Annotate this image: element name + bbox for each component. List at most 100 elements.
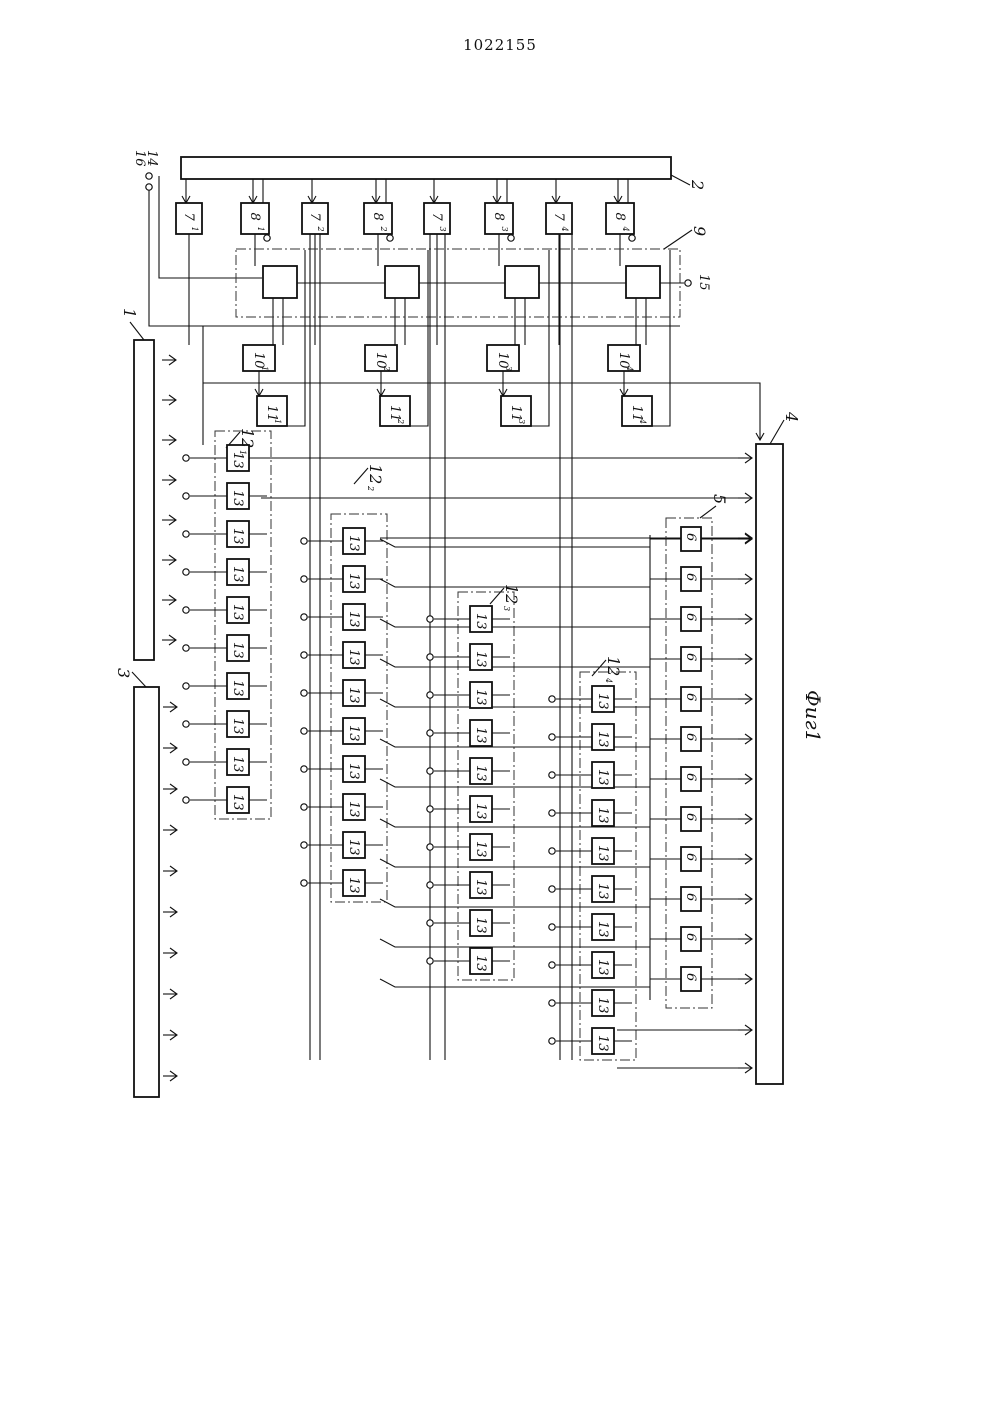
block-13-g1-5-label: 13 xyxy=(230,604,245,621)
terminal-g3-6 xyxy=(427,806,433,812)
block-6-11-label: 6 xyxy=(683,933,698,941)
register-1-label: 1 xyxy=(120,308,139,318)
unit-9-cell-4 xyxy=(626,266,660,298)
block-8-4-label: 8 xyxy=(612,213,627,221)
block-6-12-label: 6 xyxy=(683,973,698,981)
block-13-g2-7-label: 13 xyxy=(346,763,361,780)
block-6-1-label: 6 xyxy=(683,533,698,541)
group-12-2-label: 12 xyxy=(366,464,385,484)
cross-wire-1 xyxy=(380,539,650,547)
block-13-g4-4-label: 13 xyxy=(595,807,610,824)
block-13-g3-10-label: 13 xyxy=(473,955,488,972)
unit-9-cell-3 xyxy=(505,266,539,298)
block-13-g4-6-label: 13 xyxy=(595,883,610,900)
group-12-3-leader xyxy=(490,588,504,604)
terminal-g1-2 xyxy=(183,493,189,499)
register-3 xyxy=(134,687,159,1097)
group-12-4-label: 12 xyxy=(604,656,623,676)
block-7-4-subscript: 4 xyxy=(560,226,569,232)
terminal-g2-1 xyxy=(301,538,307,544)
block-10-2-subscript: 2 xyxy=(382,365,391,371)
cross-wire-3 xyxy=(380,619,650,627)
terminal-g1-1 xyxy=(183,455,189,461)
terminal-g1-10 xyxy=(183,797,189,803)
register-1 xyxy=(134,340,154,660)
terminal-14-label: 14 xyxy=(144,150,159,167)
terminal-g4-10 xyxy=(549,1038,555,1044)
terminal-g1-5 xyxy=(183,607,189,613)
terminal-g3-2 xyxy=(427,654,433,660)
block-13-g1-8-label: 13 xyxy=(230,718,245,735)
terminal-g3-7 xyxy=(427,844,433,850)
inverted-output-8-3 xyxy=(508,235,514,241)
inverted-output-8-4 xyxy=(629,235,635,241)
block-8-4-subscript: 4 xyxy=(621,226,630,232)
terminal-g3-5 xyxy=(427,768,433,774)
block-7-2-subscript: 2 xyxy=(316,226,325,232)
block-7-1-subscript: 1 xyxy=(190,227,199,232)
wire-terminal-14 xyxy=(149,190,680,326)
group-12-1-label: 12 xyxy=(238,428,257,448)
register-1-leader xyxy=(130,322,144,340)
terminal-g2-4 xyxy=(301,652,307,658)
terminal-g1-9 xyxy=(183,759,189,765)
block-6-6-label: 6 xyxy=(683,733,698,741)
terminal-g2-3 xyxy=(301,614,307,620)
terminal-g4-5 xyxy=(549,848,555,854)
terminal-g4-4 xyxy=(549,810,555,816)
block-7-3-label: 7 xyxy=(429,213,444,222)
register-4-leader xyxy=(770,420,784,444)
terminal-g1-6 xyxy=(183,645,189,651)
block-13-g2-5-label: 13 xyxy=(346,687,361,704)
block-10-3-subscript: 3 xyxy=(504,366,513,371)
block-11-4-subscript: 4 xyxy=(638,418,647,424)
unit-9-leader xyxy=(664,230,692,249)
block-13-g2-9-label: 13 xyxy=(346,839,361,856)
terminal-g3-1 xyxy=(427,616,433,622)
block-13-g4-7-label: 13 xyxy=(595,921,610,938)
block-13-g4-8-label: 13 xyxy=(595,959,610,976)
terminal-g4-8 xyxy=(549,962,555,968)
terminal-g4-1 xyxy=(549,696,555,702)
terminal-g2-10 xyxy=(301,880,307,886)
terminal-16 xyxy=(146,173,152,179)
block-13-g2-6-label: 13 xyxy=(346,725,361,742)
terminal-g2-2 xyxy=(301,576,307,582)
block-7-1-label: 7 xyxy=(181,213,196,222)
group-12-4-subscript: 4 xyxy=(604,677,613,683)
block-8-3-label: 8 xyxy=(491,213,506,221)
block-11-1-subscript: 1 xyxy=(273,419,282,424)
block-6-8-label: 6 xyxy=(683,813,698,821)
block-13-g1-2-label: 13 xyxy=(230,490,245,507)
block-13-g3-6-label: 13 xyxy=(473,803,488,820)
register-3-label: 3 xyxy=(114,668,133,678)
block-13-g2-8-label: 13 xyxy=(346,801,361,818)
terminal-g4-7 xyxy=(549,924,555,930)
block-6-3-label: 6 xyxy=(683,613,698,621)
block-13-g1-9-label: 13 xyxy=(230,756,245,773)
terminal-g1-8 xyxy=(183,721,189,727)
block-8-2-subscript: 2 xyxy=(379,226,388,232)
block-10-1-subscript: 1 xyxy=(260,366,269,371)
block-6-10-label: 6 xyxy=(683,893,698,901)
block-13-g4-9-label: 13 xyxy=(595,997,610,1014)
figure-caption: Фиг1 xyxy=(801,690,825,742)
block-13-g3-4-label: 13 xyxy=(473,727,488,744)
block-13-g2-3-label: 13 xyxy=(346,611,361,628)
terminal-g3-9 xyxy=(427,920,433,926)
block-13-g2-10-label: 13 xyxy=(346,877,361,894)
block-6-2-label: 6 xyxy=(683,573,698,581)
terminal-14 xyxy=(146,184,152,190)
terminal-g3-3 xyxy=(427,692,433,698)
block-13-g1-6-label: 13 xyxy=(230,642,245,659)
unit-9-cell-2 xyxy=(385,266,419,298)
block-13-g3-5-label: 13 xyxy=(473,765,488,782)
unit-9-label: 9 xyxy=(690,226,709,236)
block-13-g4-2-label: 13 xyxy=(595,731,610,748)
terminal-g1-4 xyxy=(183,569,189,575)
terminal-g1-7 xyxy=(183,683,189,689)
register-2 xyxy=(181,157,671,179)
group-12-2-leader xyxy=(354,468,368,484)
group-5-label: 5 xyxy=(710,494,729,504)
